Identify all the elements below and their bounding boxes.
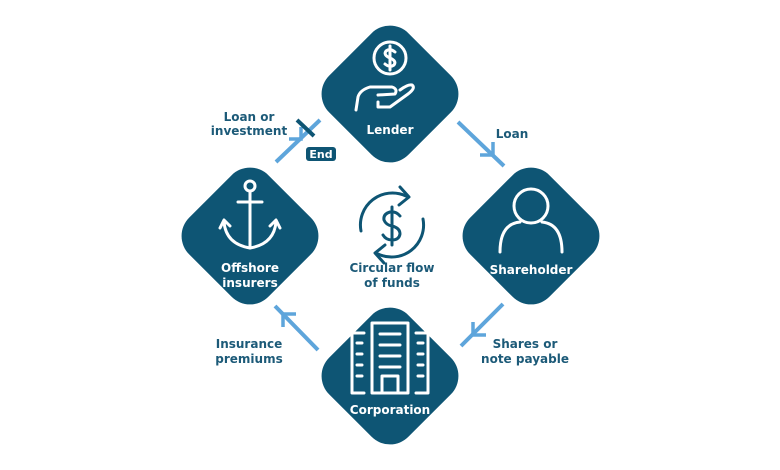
arrow-lender-to-shareholder	[456, 120, 506, 168]
end-badge: End	[306, 147, 336, 161]
edge-label-lender-to-shareholder: Loan	[496, 127, 529, 141]
center-label-line1: Circular flow	[349, 261, 434, 275]
center-label-line2: of funds	[364, 276, 420, 290]
node-corporation: Corporation	[310, 296, 470, 456]
node-label: Lender	[367, 123, 414, 137]
node-label: Corporation	[350, 403, 430, 417]
end-marker-x	[295, 118, 316, 138]
node-offshore: Offshore insurers	[170, 156, 330, 316]
arrow-shareholder-to-corporation	[459, 302, 505, 348]
hand-holding-dollar-icon	[354, 40, 415, 112]
center-circular-flow: Circular flow of funds	[349, 185, 435, 290]
edge-label-corporation-to-offshore-line1: Insurance	[216, 337, 283, 351]
edge-label-shareholder-to-corporation-line2: note payable	[481, 352, 569, 366]
node-lender: Lender	[310, 14, 470, 174]
node-label: Shareholder	[490, 263, 573, 277]
anchor-icon	[218, 179, 282, 250]
edge-label-shareholder-to-corporation-line1: Shares or	[493, 337, 558, 351]
person-icon	[498, 187, 564, 254]
arrow-corporation-to-offshore	[273, 304, 320, 352]
node-label-line1: Offshore	[221, 261, 279, 275]
circular-dollar-icon	[358, 185, 426, 265]
end-badge-label: End	[309, 148, 332, 161]
edge-label-offshore-to-lender-line2: investment	[211, 124, 288, 138]
building-icon	[350, 321, 430, 395]
edge-label-offshore-to-lender-line1: Loan or	[224, 110, 275, 124]
edge-label-corporation-to-offshore-line2: premiums	[215, 352, 282, 366]
node-label-line2: insurers	[222, 276, 277, 290]
node-shareholder: Shareholder	[451, 156, 611, 316]
arrow-offshore-to-lender	[274, 118, 322, 164]
